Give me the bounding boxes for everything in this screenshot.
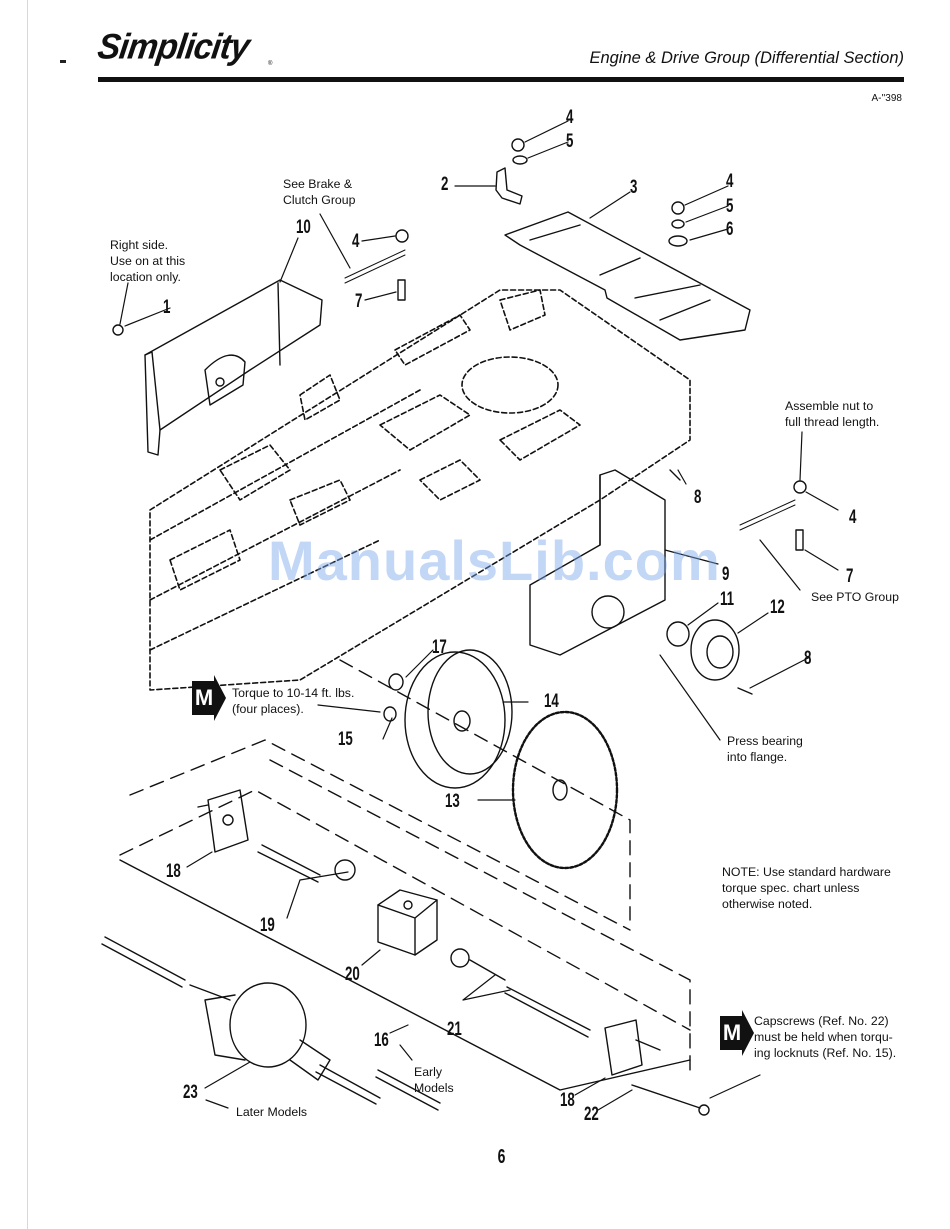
callout-17: 17 [432,637,447,658]
callout-6: 6 [726,219,734,240]
spring-left [344,249,406,284]
part-18-bearing-right [604,1019,661,1076]
callout-4: 4 [849,507,857,528]
part-11-bearing [666,621,690,647]
part-13-sprocket [511,710,619,870]
callout-4: 4 [566,107,574,128]
part-21-shaft [450,948,591,1038]
part-12-flange [690,619,740,681]
callout-18: 18 [166,861,181,882]
arrow-right-icon [742,1010,754,1056]
callout-7: 7 [355,291,363,312]
callout-12: 12 [770,597,785,618]
callout-13: 13 [445,791,460,812]
part-17-washer [388,673,404,691]
part-23-differential [189,982,381,1105]
header-rule [98,77,904,82]
callout-19: 19 [260,915,275,936]
callout-21: 21 [447,1019,462,1040]
part-15-locknut [383,706,397,722]
scan-speck [60,60,66,63]
callout-10: 10 [296,217,311,238]
callout-23: 23 [183,1082,198,1103]
part-14-drum [404,649,513,789]
note-right-side: Right side. Use on at this location only… [110,238,186,284]
note-press-bearing: Press bearing into flange. [727,734,803,764]
note-see-pto-group: See PTO Group [811,590,899,604]
callout-7: 7 [846,566,854,587]
callout-22: 22 [584,1104,599,1125]
callout-4: 4 [352,231,360,252]
callout-16: 16 [374,1030,389,1051]
registered-mark: ® [268,61,273,67]
page-number: 6 [497,1146,506,1168]
note-torque: Torque to 10-14 ft. lbs. (four places). [232,686,355,716]
callout-8: 8 [694,487,702,508]
spring-right [739,499,796,531]
callout-14: 14 [544,691,559,712]
m-icon: M [720,1016,744,1050]
scan-margin-line [27,0,28,1229]
note-capscrews: Capscrews (Ref. No. 22) must be held whe… [754,1014,897,1060]
note-brake-clutch-group: See Brake & Clutch Group [283,177,356,207]
part-20-cross-block [377,889,438,956]
callout-9: 9 [722,564,730,585]
note-early-models: Early Models [414,1065,454,1095]
callout-18: 18 [560,1090,575,1111]
hardware-right [669,469,807,551]
callout-8: 8 [804,648,812,669]
part-2-bracket [495,167,523,205]
note-assemble-nut: Assemble nut to full thread length. [785,399,880,429]
maintenance-badge: M [192,675,234,723]
leader-lines [119,120,839,1111]
part-22-capscrew [631,1084,710,1116]
part-16-axle [101,936,441,1111]
part-18-bearing-left [197,789,249,853]
part-3-plate [504,211,751,341]
callout-5: 5 [566,131,574,152]
part-8-screw-lower [737,687,753,695]
m-icon: M [192,681,216,715]
callout-5: 5 [726,196,734,217]
drawing-id: A-''398 [871,93,902,104]
callout-1: 1 [163,297,171,318]
part-9-bracket [529,469,666,656]
hardware-top [112,138,688,336]
watermark: ManualsLib.com [268,529,721,592]
housing-phantom [119,659,691,1071]
arrow-right-icon [214,675,226,721]
callout-20: 20 [345,964,360,985]
part-10-side-plate [144,279,323,456]
maintenance-badge: M [720,1010,762,1058]
callout-2: 2 [441,174,449,195]
callout-11: 11 [720,589,735,610]
callout-15: 15 [338,729,353,750]
note-later-models: Later Models [236,1105,308,1119]
callout-4: 4 [726,171,734,192]
note-hardware: NOTE: Use standard hardware torque spec.… [722,865,891,911]
section-title: Engine & Drive Group (Differential Secti… [589,49,904,67]
housing-outline [119,859,691,1091]
callout-3: 3 [630,177,638,198]
part-19-shaft [257,844,356,883]
